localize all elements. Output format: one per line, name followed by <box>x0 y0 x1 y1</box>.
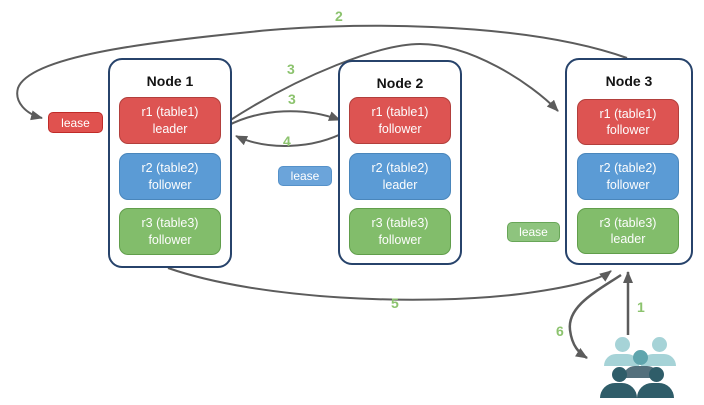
replica-name: r2 (table2) <box>599 161 657 175</box>
replica-name: r2 (table2) <box>141 161 199 175</box>
replica-role: follower <box>378 232 422 247</box>
replica-role: leader <box>152 121 188 136</box>
lease-badge-table2: lease <box>278 166 332 186</box>
replica-role: follower <box>148 177 192 192</box>
replica-role: follower <box>148 232 192 247</box>
node-3-title: Node 3 <box>605 73 653 89</box>
arrow-2 <box>16 24 628 121</box>
replica-name: r1 (table1) <box>141 105 199 119</box>
replica-role: follower <box>606 123 650 137</box>
arrow-3-to-node3 <box>228 42 559 122</box>
replica-role: leader <box>610 232 646 246</box>
arrow-6 <box>568 273 622 360</box>
replica-role: leader <box>382 177 418 192</box>
node2-replica-r2: r2 (table2) leader <box>349 153 451 200</box>
step-label-5: 5 <box>391 295 399 311</box>
lease-badge-table1: lease <box>48 112 103 133</box>
replica-name: r1 (table1) <box>599 106 657 121</box>
arrow-5 <box>167 267 612 301</box>
node1-replica-r2: r2 (table2) follower <box>119 153 221 200</box>
step-label-4: 4 <box>283 133 291 149</box>
step-label-3b: 3 <box>288 91 296 107</box>
node1-replica-r1: r1 (table1) leader <box>119 97 221 144</box>
replica-name: r3 (table3) <box>371 216 429 230</box>
replica-name: r1 (table1) <box>371 105 429 119</box>
node-2-title: Node 2 <box>376 75 424 91</box>
arrow-3-to-node2 <box>226 110 341 127</box>
replica-name: r2 (table2) <box>371 161 429 175</box>
lease-badge-table3: lease <box>507 222 560 242</box>
users-icon <box>595 331 680 401</box>
node3-replica-r3: r3 (table3) leader <box>577 208 679 254</box>
node-1-title: Node 1 <box>146 73 194 89</box>
node3-replica-r2: r2 (table2) follower <box>577 153 679 200</box>
node2-replica-r1: r1 (table1) follower <box>349 97 451 144</box>
node3-replica-r1: r1 (table1) follower <box>577 99 679 145</box>
step-label-6: 6 <box>556 323 564 339</box>
replica-role: follower <box>606 177 650 192</box>
node2-replica-r3: r3 (table3) follower <box>349 208 451 255</box>
step-label-3a: 3 <box>287 61 295 77</box>
node1-replica-r3: r3 (table3) follower <box>119 208 221 255</box>
arrow-4 <box>235 130 348 147</box>
replica-role: follower <box>378 121 422 136</box>
replica-name: r3 (table3) <box>141 216 199 230</box>
step-label-1: 1 <box>637 299 645 315</box>
step-label-2: 2 <box>335 8 343 24</box>
replica-name: r3 (table3) <box>599 215 657 230</box>
